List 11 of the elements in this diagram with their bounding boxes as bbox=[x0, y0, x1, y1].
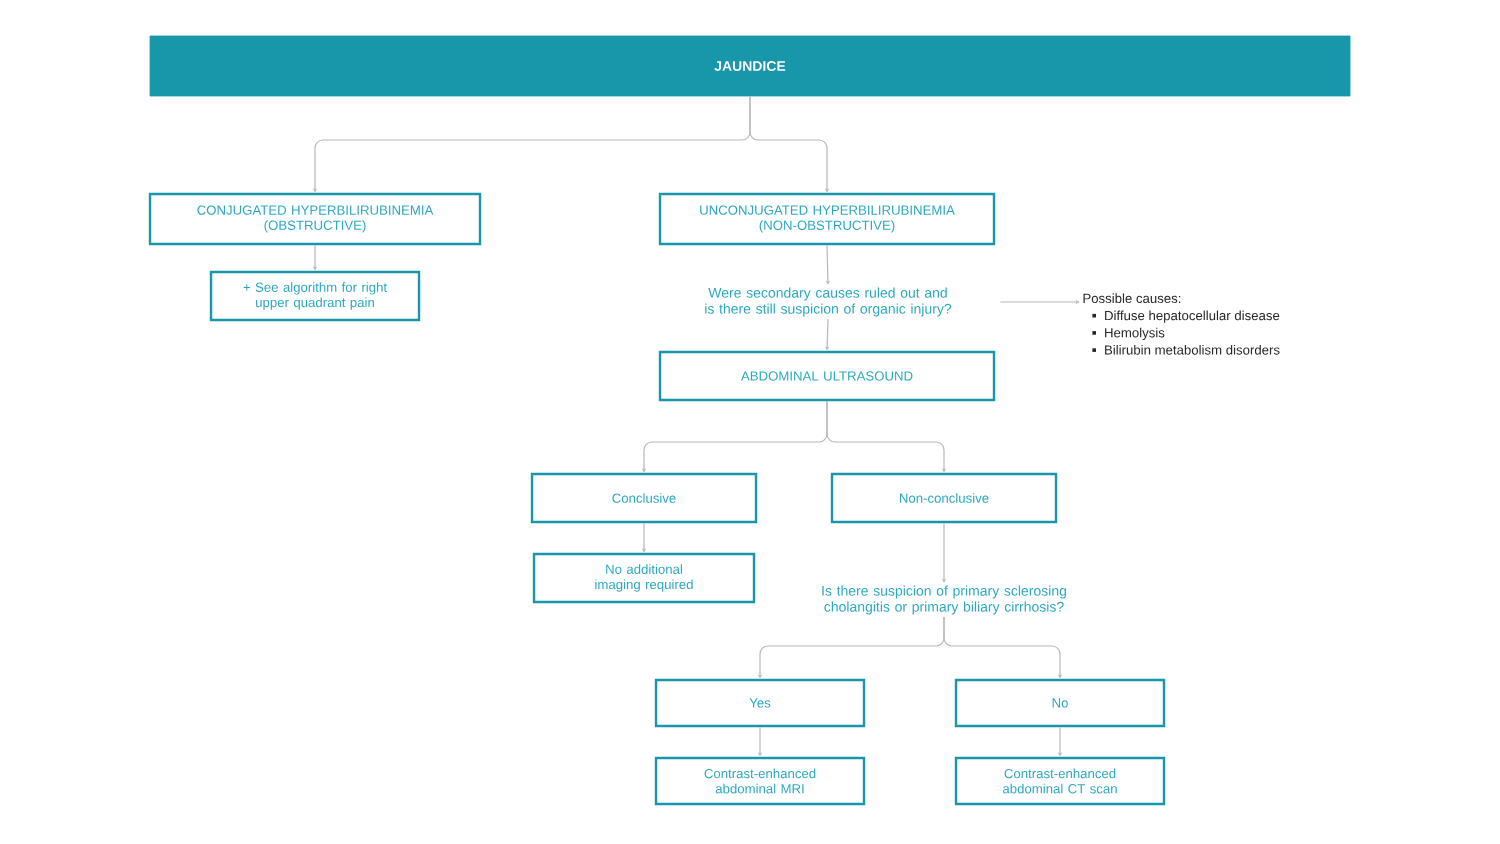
arrow bbox=[749, 95, 829, 193]
arrow bbox=[642, 522, 646, 553]
arrow bbox=[826, 400, 946, 473]
arrow bbox=[825, 318, 829, 351]
arrow bbox=[758, 726, 762, 757]
arrow bbox=[826, 244, 830, 285]
arrow bbox=[942, 522, 946, 583]
arrow bbox=[313, 244, 317, 271]
arrow bbox=[943, 616, 1062, 679]
arrow bbox=[999, 300, 1080, 304]
arrow bbox=[1058, 726, 1062, 757]
